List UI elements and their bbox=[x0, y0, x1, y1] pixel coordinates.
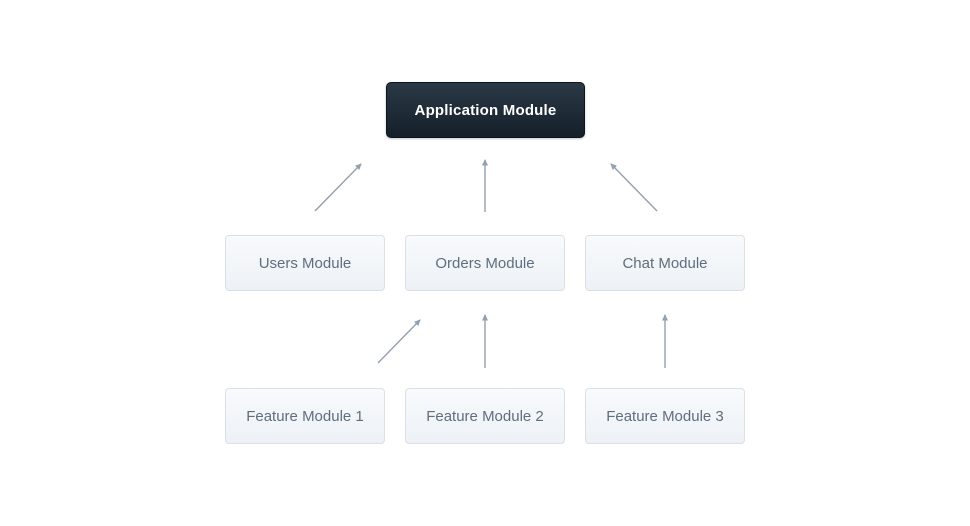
dependency-arrow-users-module-to-application-module bbox=[314, 163, 362, 212]
node-feature-module-1: Feature Module 1 bbox=[225, 388, 385, 444]
node-label: Chat Module bbox=[622, 254, 708, 272]
node-feature-module-3: Feature Module 3 bbox=[585, 388, 745, 444]
node-application-module: Application Module bbox=[386, 82, 585, 138]
node-label: Users Module bbox=[258, 254, 352, 272]
node-users-module: Users Module bbox=[225, 235, 385, 291]
node-label: Application Module bbox=[414, 101, 557, 119]
node-chat-module: Chat Module bbox=[585, 235, 745, 291]
node-label: Feature Module 1 bbox=[246, 407, 364, 425]
node-label: Feature Module 3 bbox=[606, 407, 724, 425]
node-orders-module: Orders Module bbox=[405, 235, 565, 291]
node-label: Orders Module bbox=[435, 254, 535, 272]
dependency-arrow-feature-module-1-to-orders-module bbox=[377, 319, 421, 364]
node-feature-module-2: Feature Module 2 bbox=[405, 388, 565, 444]
dependency-arrow-chat-module-to-application-module bbox=[610, 163, 658, 212]
node-label: Feature Module 2 bbox=[426, 407, 544, 425]
